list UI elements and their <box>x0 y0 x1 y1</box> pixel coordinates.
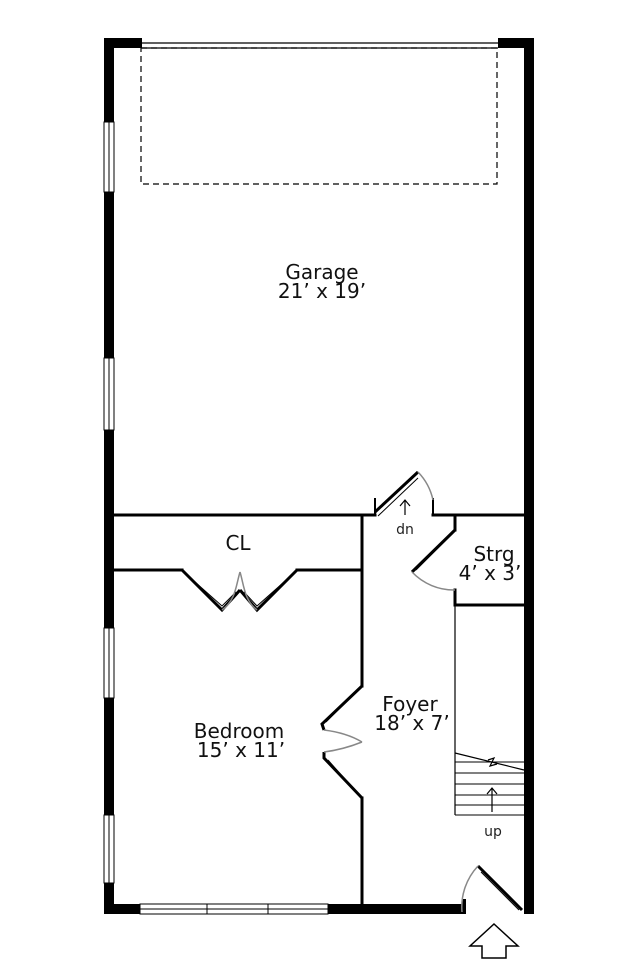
door-garage-foyer <box>373 470 434 517</box>
door-entry <box>461 864 524 913</box>
entry-arrow-icon <box>468 922 520 959</box>
stair-down-arrow <box>399 499 411 515</box>
garage-overhead-door <box>140 47 498 185</box>
stair-up-arrow <box>486 787 498 812</box>
windows-left <box>103 121 115 884</box>
up-label: up <box>484 824 502 840</box>
foyer-dims: 18’ x 7’ <box>374 711 449 735</box>
closet-name: CL <box>225 531 251 555</box>
storage-dims: 4’ x 3’ <box>459 561 522 585</box>
garage-door-opening <box>142 42 498 49</box>
window-bedroom-bottom <box>139 903 329 915</box>
door-bedroom-bifold <box>320 684 364 800</box>
exterior-walls <box>104 38 534 914</box>
garage-name: Garage <box>285 260 358 284</box>
foyer-name: Foyer <box>382 692 438 716</box>
interior-walls <box>112 513 526 906</box>
bedroom-name: Bedroom <box>194 719 284 743</box>
wall-right <box>524 38 534 914</box>
wall-top-right <box>498 38 534 48</box>
stairs <box>454 605 525 816</box>
wall-left <box>104 38 114 914</box>
wall-top-left <box>104 38 142 48</box>
bedroom-dims: 15’ x 11’ <box>197 738 285 762</box>
door-storage <box>410 528 457 591</box>
storage-name: Strg <box>473 542 514 566</box>
garage-dims: 21’ x 19’ <box>278 279 366 303</box>
door-closet-bifold <box>180 568 299 613</box>
down-label: dn <box>396 522 414 538</box>
